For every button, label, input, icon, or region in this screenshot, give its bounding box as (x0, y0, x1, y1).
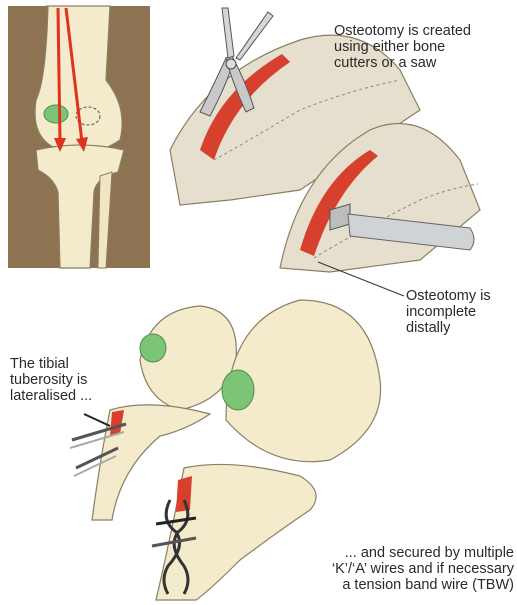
patella-medial-green (140, 334, 166, 362)
tuberosity-red-lower (176, 476, 192, 512)
axis-arrow-line-1 (58, 8, 60, 142)
caption-osteotomy-incomplete: Osteotomy is incomplete distally (406, 288, 514, 336)
caption-tibial-tuberosity: The tibial tuberosity is lateralised ... (10, 356, 120, 404)
caption-osteotomy-created: Osteotomy is created using either bone c… (334, 23, 514, 71)
lateralised-arrow (84, 414, 110, 426)
patella-green (44, 105, 68, 123)
frontal-limb-panel (8, 6, 150, 268)
patella-lateral-green (222, 370, 254, 410)
caption-secured: ... and secured by multiple ‘K’/‘A’ wire… (262, 545, 514, 593)
